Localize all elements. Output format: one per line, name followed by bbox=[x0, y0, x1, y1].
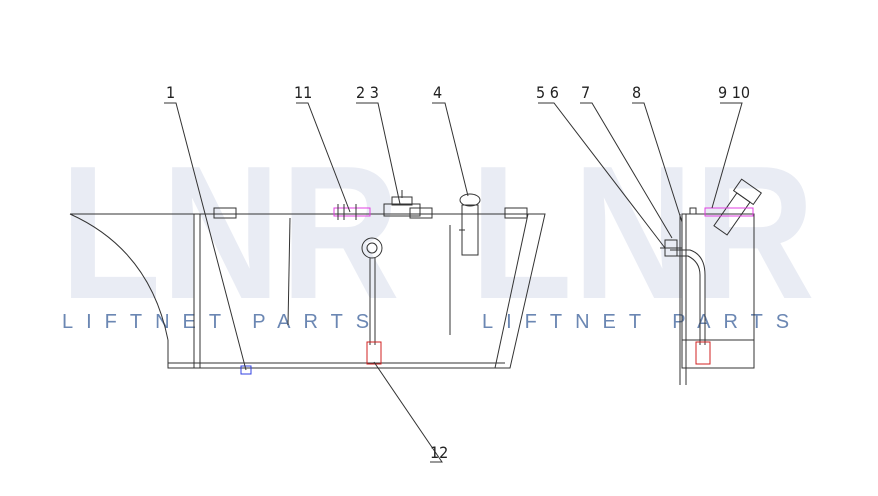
filler-filter bbox=[713, 178, 762, 236]
breather-cap bbox=[459, 193, 481, 207]
watermark-brand-right: LNR bbox=[470, 127, 815, 339]
level-sender bbox=[361, 237, 383, 365]
callout-5-6: 5 6 bbox=[536, 83, 559, 102]
watermark-text-left: LIFTNET PARTS bbox=[62, 311, 383, 333]
callout-8: 8 bbox=[632, 83, 641, 102]
callout-2-3: 2 3 bbox=[356, 83, 379, 102]
leader-lines bbox=[164, 102, 743, 463]
tank-outline bbox=[70, 213, 546, 369]
tank-curved-bracket bbox=[69, 213, 169, 341]
valve-assembly bbox=[333, 204, 371, 220]
drain-plug bbox=[240, 365, 252, 375]
tank-side-view bbox=[660, 178, 762, 385]
watermark-text-right: LIFTNET PARTS bbox=[482, 311, 803, 333]
callout-12: 12 bbox=[430, 443, 448, 462]
filler-cap bbox=[383, 203, 421, 217]
watermark-brand-left: LNR bbox=[60, 127, 400, 339]
callout-7: 7 bbox=[581, 83, 590, 102]
callout-4: 4 bbox=[433, 83, 442, 102]
callout-9-10: 9 10 bbox=[718, 83, 750, 102]
tank-front-view bbox=[69, 190, 546, 375]
callout-11: 11 bbox=[294, 83, 312, 102]
callout-1: 1 bbox=[166, 83, 175, 102]
